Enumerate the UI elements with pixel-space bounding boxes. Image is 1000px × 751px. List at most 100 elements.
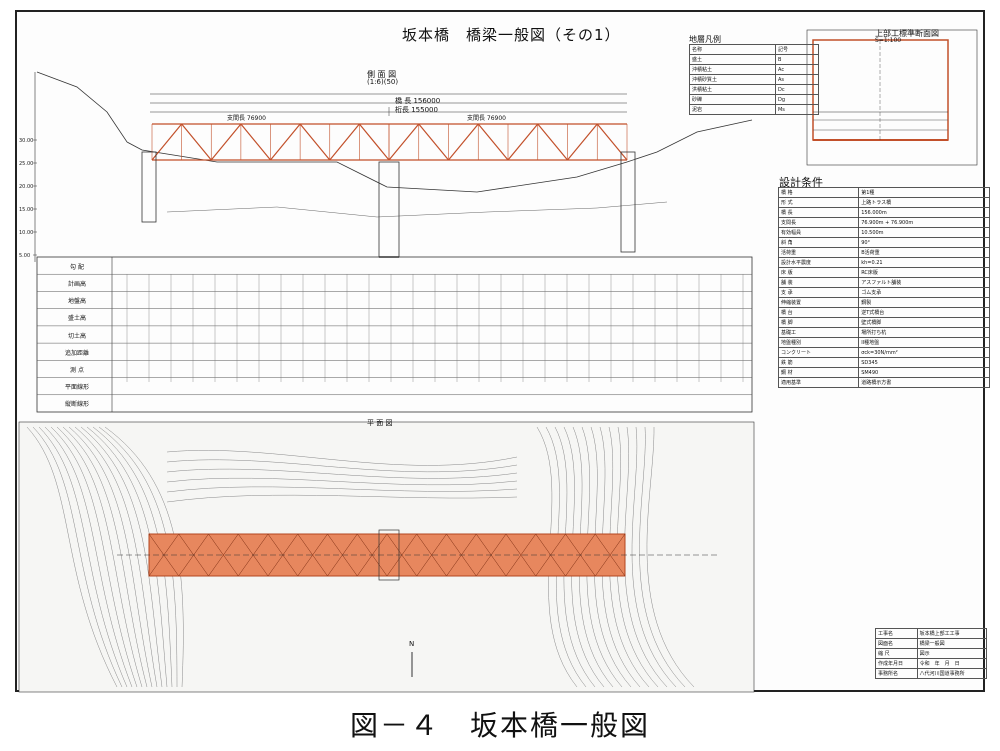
table-row: 橋 格第1種 — [777, 187, 990, 198]
table-cell: 支間長 — [777, 217, 860, 228]
table-cell: アスファルト舗装 — [858, 277, 990, 288]
title-block: 工事名坂本橋上部工工事図面名橋梁一般図縮 尺図示作成年月日令和 年 月 日事務所… — [875, 628, 988, 679]
table-row: 名称記号 — [689, 44, 820, 55]
table-cell: 床 版 — [777, 267, 860, 278]
table-cell: 場所打ち杭 — [858, 327, 990, 338]
table-cell: 適用基準 — [777, 377, 860, 388]
abutment-a1 — [141, 151, 157, 223]
table-cell: Ac — [774, 64, 820, 75]
profile-row-label: 計画高 — [67, 280, 86, 288]
table-cell: 橋 脚 — [777, 317, 860, 328]
cross-section — [812, 39, 949, 141]
table-cell: 壁式橋脚 — [858, 317, 990, 328]
table-cell: 坂本橋上部工工事 — [916, 628, 988, 639]
figure-caption: 図－４ 坂本橋一般図 — [349, 709, 650, 742]
table-cell: 橋 長 — [777, 207, 860, 218]
table-cell: As — [774, 74, 820, 85]
table-row: 形 式上路トラス橋 — [777, 197, 990, 208]
table-cell: 鉄 筋 — [777, 357, 860, 368]
table-cell: 設計水平震度 — [777, 257, 860, 268]
elevation-tick: 15.00 — [19, 207, 33, 213]
profile-row-label: 縦断線形 — [64, 401, 89, 409]
table-cell: B活荷重 — [858, 247, 990, 258]
table-cell: 活荷重 — [777, 247, 860, 258]
bridge-length: 橋 長 156000 — [395, 97, 441, 105]
table-cell: SD345 — [858, 357, 990, 368]
girder-length: 桁長 155000 — [395, 106, 438, 114]
table-row: 支 承ゴム支承 — [777, 287, 990, 298]
elevation-tick: 10.00 — [19, 230, 33, 236]
table-cell: 作成年月日 — [875, 658, 918, 669]
table-cell: 沖積粘土 — [689, 64, 776, 75]
legend-title: 地層凡例 — [689, 35, 721, 44]
table-cell: II種地盤 — [858, 337, 990, 348]
table-row: 舗 装アスファルト舗装 — [777, 277, 990, 288]
table-cell: 名称 — [689, 44, 776, 55]
section-scale: S=1:100 — [875, 37, 902, 44]
profile-row-label: 勾 配 — [70, 263, 84, 271]
table-cell: 基礎工 — [777, 327, 860, 338]
span-right: 支間長 76900 — [467, 115, 506, 122]
table-row: 橋 脚壁式橋脚 — [777, 317, 990, 328]
north-arrow-label: N — [409, 640, 415, 648]
table-cell: kh=0.21 — [858, 257, 990, 268]
table-cell: 斜 角 — [777, 237, 860, 248]
table-cell: 上路トラス橋 — [858, 197, 990, 208]
table-row: 適用基準道路橋示方書 — [777, 377, 990, 388]
table-cell: ゴム支承 — [858, 287, 990, 298]
elevation-tick: 25.00 — [19, 161, 33, 167]
table-cell: 図面名 — [875, 638, 918, 649]
span-left: 支間長 76900 — [227, 115, 266, 122]
table-cell: 砂礫 — [689, 94, 776, 105]
table-cell: 逆T式橋台 — [858, 307, 990, 318]
profile-row-label: 測 点 — [70, 366, 84, 374]
side-view-drawing: 30.00 25.00 20.00 15.00 10.00 5.00 — [18, 29, 978, 693]
table-cell: 事務所名 — [875, 668, 918, 679]
pier-p1 — [378, 161, 400, 258]
table-row: 伸縮装置鋼製 — [777, 297, 990, 308]
table-cell: B — [774, 54, 820, 65]
table-row: 工事名坂本橋上部工工事 — [875, 628, 988, 639]
profile-row-label: 平面線形 — [64, 384, 89, 392]
table-cell: σck=30N/mm² — [858, 347, 990, 358]
table-cell: 工事名 — [875, 628, 918, 639]
table-cell: 鋼 材 — [777, 367, 860, 378]
table-cell: 橋 台 — [777, 307, 860, 318]
profile-row-label: 地盤高 — [67, 298, 86, 306]
table-cell: 有効幅員 — [777, 227, 860, 238]
table-cell: 形 式 — [777, 197, 860, 208]
table-row: 図面名橋梁一般図 — [875, 638, 988, 649]
table-cell: 76.900m + 76.900m — [858, 217, 990, 228]
table-cell: 令和 年 月 日 — [916, 658, 988, 669]
elevation-tick: 20.00 — [19, 184, 33, 190]
table-cell: 地盤種別 — [777, 337, 860, 348]
table-row: 縮 尺図示 — [875, 648, 988, 659]
side-view-label: 側 面 図 — [367, 70, 397, 79]
elevation-tick: 30.00 — [19, 138, 33, 144]
table-cell: コンクリート — [777, 347, 860, 358]
table-cell: 舗 装 — [777, 277, 860, 288]
table-cell: 支 承 — [777, 287, 860, 298]
table-cell: Dc — [774, 84, 820, 95]
table-cell: 第1種 — [858, 187, 990, 198]
profile-row-label: 切土高 — [67, 332, 86, 340]
table-cell: 156.000m — [858, 207, 990, 218]
table-row: 事務所名八代河川国道事務所 — [875, 668, 988, 679]
table-cell: 橋 格 — [777, 187, 860, 198]
table-cell: 図示 — [916, 648, 988, 659]
table-cell: 道路橋示方書 — [858, 377, 990, 388]
elevation-tick: 5.00 — [19, 253, 30, 259]
table-cell: Dg — [774, 94, 820, 105]
